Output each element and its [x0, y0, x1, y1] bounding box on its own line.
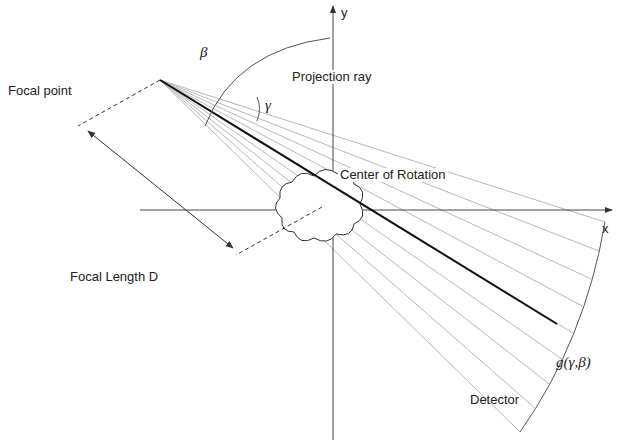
- fan-ray: [160, 80, 584, 307]
- angle-label: β: [200, 44, 207, 61]
- function-label: g(γ,β): [556, 354, 591, 371]
- fan-ray: [160, 80, 599, 251]
- dimension-extension: [236, 207, 322, 255]
- center-label: Center of Rotation: [338, 168, 448, 182]
- point-label: Focal point: [8, 84, 72, 98]
- dimension-label: Focal Length D: [70, 270, 158, 284]
- angle-label: γ: [265, 97, 271, 114]
- fan-ray: [160, 80, 520, 432]
- x-axis: [140, 210, 612, 211]
- fan-ray: [160, 80, 562, 359]
- fan-ray: [160, 80, 592, 279]
- fan-rays: [160, 80, 605, 432]
- fan-ray: [160, 80, 536, 409]
- fan-ray: [160, 80, 574, 334]
- gamma-angle-arc: [257, 97, 260, 121]
- detector-arc: [520, 222, 605, 432]
- ray-label: Projection ray: [290, 70, 373, 84]
- detector-label: Detector: [470, 393, 519, 407]
- dimension-extension: [78, 80, 160, 126]
- fan-ray: [160, 80, 605, 222]
- focal-length-dimension: [88, 131, 233, 248]
- projection-ray: [160, 80, 557, 324]
- axis-label: x: [602, 222, 609, 236]
- fan-ray: [160, 80, 550, 384]
- axis-label: y: [341, 6, 348, 20]
